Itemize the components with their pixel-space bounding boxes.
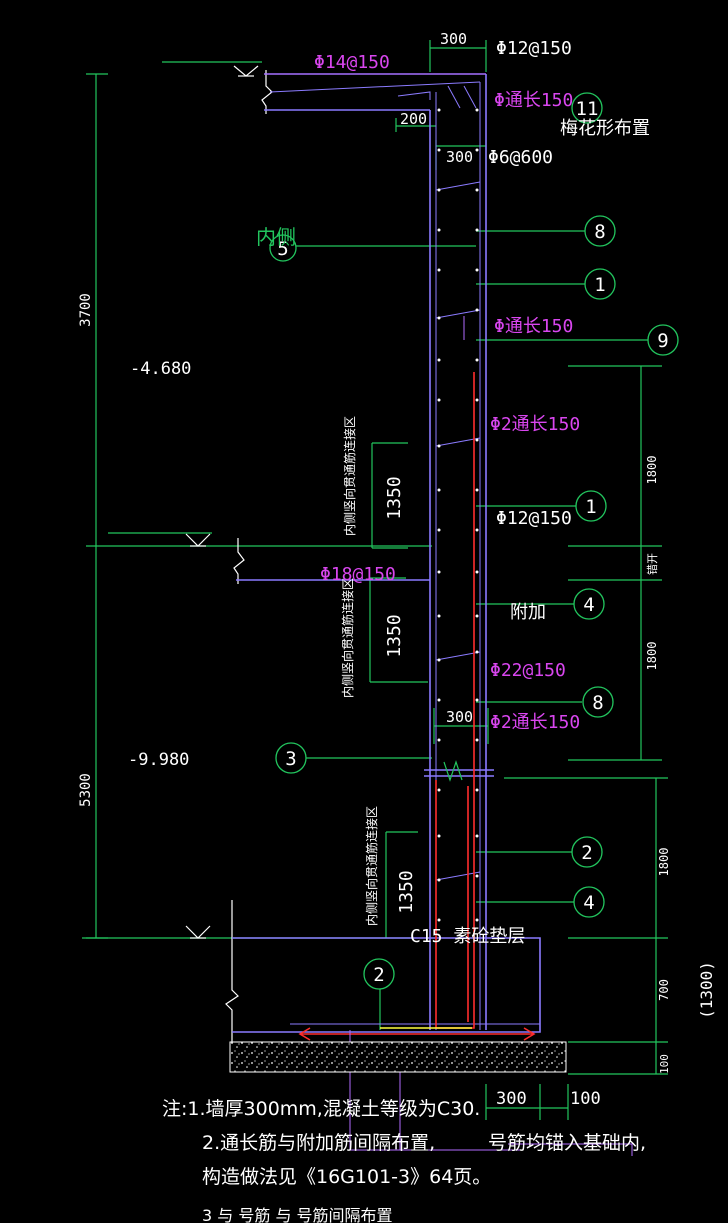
dim-1350-a: 1350 (384, 476, 405, 519)
dim-100-right: 100 (658, 1054, 671, 1074)
label-phi22: Φ22@150 (490, 660, 566, 681)
dim-300-lower: 300 (446, 708, 473, 726)
label-phi18: Φ18@150 (320, 564, 396, 585)
white-rebar-labels: Φ12@150 Φ6@600 Φ12@150 梅花形布置 附加 C15 素砼垫层 (410, 38, 650, 947)
label-c15-cushion: C15 素砼垫层 (410, 926, 525, 947)
vertical-dimension-texts: 3700 5300 1350 1350 1350 1800 错开 1800 18… (78, 293, 716, 1074)
dim-1350-c: 1350 (396, 870, 417, 913)
dim-1350-b: 1350 (384, 614, 405, 657)
dim-1800-b: 1800 (645, 642, 659, 671)
callout-11: 11 (576, 98, 599, 120)
label-phi14: Φ14@150 (314, 52, 390, 73)
rebar-dots (437, 108, 479, 922)
callout-circles (269, 92, 679, 990)
elevation-minus-4680: -4.680 (130, 359, 191, 379)
dimension-lines (82, 40, 668, 1120)
lap-zone-label-1: 内侧竖向贯通筋连接区 (342, 416, 357, 536)
label-inner-side: 内侧 (256, 225, 296, 249)
tie-bars (397, 85, 481, 881)
label-through-3: Φ2通长150 (490, 414, 580, 435)
dim-300-inner: 300 (446, 148, 473, 166)
note-line-2: 2.通长筋与附加筋间隔布置, (202, 1132, 436, 1154)
label-leaders (264, 73, 633, 1156)
callout-3: 3 (285, 748, 296, 770)
c15-cushion-layer (229, 1041, 567, 1073)
dim-1800-a: 1800 (645, 456, 659, 485)
callout-8-lower: 8 (592, 692, 603, 714)
red-rebars (298, 372, 536, 1041)
callout-2: 2 (581, 842, 592, 864)
label-phi12-mid: Φ12@150 (496, 508, 572, 529)
elevation-minus-9980: -9.980 (128, 750, 189, 770)
callout-1: 1 (594, 274, 605, 296)
note-line-5: 3 与 号筋 与 号筋间隔布置 (202, 1206, 393, 1223)
lap-zone-label-2: 内侧竖向贯通筋连接区 (340, 578, 355, 698)
level-markers (185, 65, 273, 1045)
dim-200: 200 (400, 110, 427, 128)
callout-8: 8 (594, 221, 605, 243)
dim-700: 700 (657, 979, 671, 1001)
dim-3700: 3700 (78, 293, 94, 327)
callout-4-lower: 4 (583, 892, 594, 914)
dim-1300: (1300) (697, 961, 716, 1019)
dimension-texts: 300 200 300 300 300 100 -4.680 -9.980 (128, 30, 601, 1109)
lap-zone-label-3: 内侧竖向贯通筋连接区 (364, 806, 379, 926)
dim-1800-c: 1800 (657, 848, 671, 877)
joint-break (443, 760, 463, 782)
dim-300-top: 300 (440, 30, 467, 48)
label-through-1: Φ通长150 (494, 90, 573, 111)
note-line-1: 注:1.墙厚300mm,混凝土等级为C30. (162, 1098, 481, 1120)
dim-5300: 5300 (78, 773, 94, 807)
callout-numbers: 11 8 5 1 9 1 4 8 3 2 4 2 (277, 98, 668, 986)
dim-300-bottom: 300 (496, 1089, 527, 1109)
callout-5: 5 (277, 238, 288, 260)
callout-9: 9 (657, 330, 668, 352)
note-line-3: 构造做法见《16G101-3》64页。 (202, 1166, 492, 1188)
label-through-2: Φ通长150 (494, 316, 573, 337)
callout-4: 4 (583, 594, 594, 616)
note-anchor: 号筋均锚入基础内, (488, 1132, 647, 1154)
dim-stagger: 错开 (645, 553, 659, 575)
label-phi12-top: Φ12@150 (496, 38, 572, 59)
rebar-labels: Φ14@150 Φ通长150 Φ通长150 Φ2通长150 Φ18@150 Φ2… (314, 52, 580, 733)
label-through-4: Φ2通长150 (490, 712, 580, 733)
dim-100-bottom: 100 (570, 1089, 601, 1109)
callout-1-lower: 1 (585, 496, 596, 518)
callout-2-footing: 2 (373, 964, 384, 986)
label-addon: 附加 (510, 602, 546, 623)
label-plum-layout: 梅花形布置 (560, 118, 650, 139)
label-phi6: Φ6@600 (488, 147, 553, 168)
